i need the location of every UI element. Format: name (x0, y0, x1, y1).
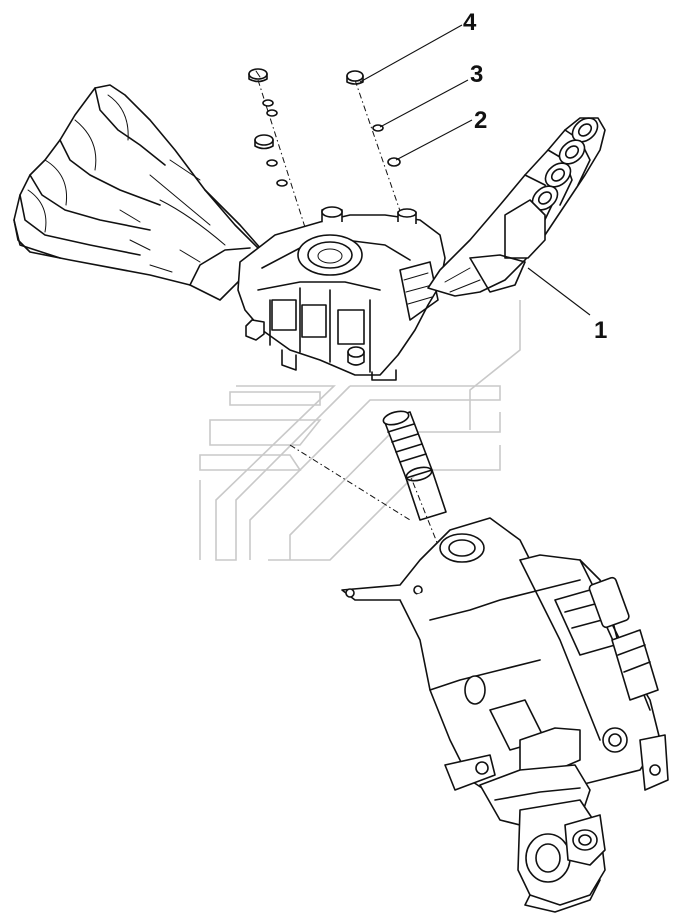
callout-number-1: 1 (594, 317, 607, 344)
callout-number-4: 4 (463, 9, 477, 36)
callout-number-3: 3 (470, 61, 483, 88)
fastener-screw-right (346, 70, 401, 167)
fastener-screw-left-top (248, 68, 278, 117)
steering-shaft (382, 410, 447, 521)
fastener-screw-left-bottom (254, 134, 288, 187)
right-switch-stalk (427, 117, 606, 297)
callout-2: 2 (395, 107, 487, 161)
callout-3: 3 (379, 61, 483, 128)
left-switch-stalk (13, 84, 266, 301)
callout-4: 4 (359, 9, 477, 83)
steering-column-assembly (341, 517, 669, 913)
callout-1: 1 (527, 267, 607, 344)
switch-housing (237, 206, 446, 381)
callout-number-2: 2 (474, 107, 487, 134)
